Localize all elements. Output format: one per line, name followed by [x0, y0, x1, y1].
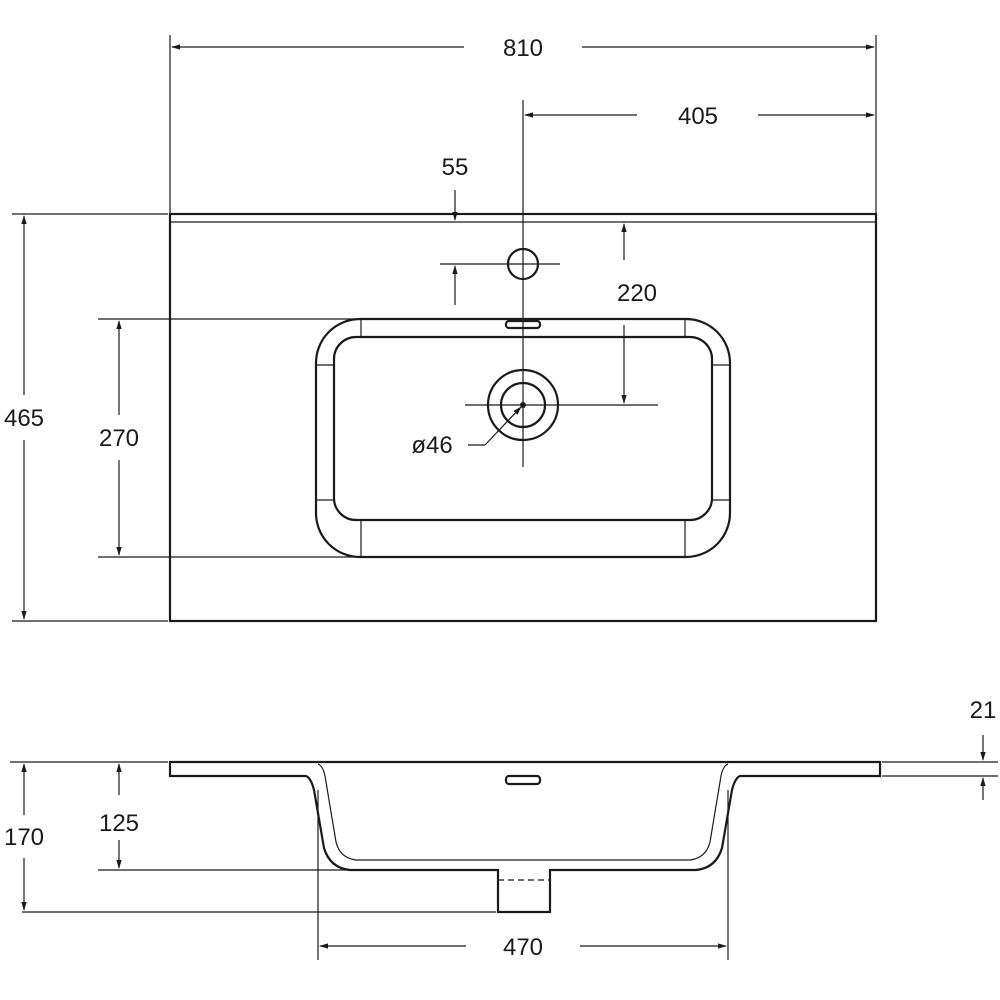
dimension-half-width: 405 [524, 103, 875, 130]
dim-label-21: 21 [970, 697, 997, 724]
side-view [168, 760, 882, 914]
dim-label-125: 125 [99, 810, 139, 837]
dimension-drain-offset: 220 [617, 223, 657, 404]
dim-label-diameter: ø46 [411, 432, 452, 459]
dim-label-405: 405 [678, 103, 718, 130]
dim-label-170: 170 [4, 824, 44, 851]
dim-label-810: 810 [503, 35, 543, 62]
dimension-overall-depth: 465 [4, 213, 168, 622]
dimension-overall-width: 810 [169, 35, 877, 214]
dimension-bowl-height: 125 [98, 763, 496, 871]
dimension-faucet-offset: 55 [442, 154, 469, 305]
dim-label-470: 470 [503, 934, 543, 961]
sink-profile-inner [317, 763, 729, 861]
dim-label-55: 55 [442, 154, 469, 181]
dim-label-465: 465 [4, 405, 44, 432]
dim-label-220: 220 [617, 280, 657, 307]
top-view [168, 100, 878, 623]
dimension-drain-diameter: ø46 [411, 406, 522, 459]
overflow-slot-side [504, 774, 542, 786]
sink-profile-outer [168, 760, 882, 914]
dimension-bowl-depth: 270 [98, 318, 362, 558]
dimension-bowl-width: 470 [317, 790, 729, 961]
dim-label-270: 270 [99, 425, 139, 452]
dimension-total-height: 170 [4, 761, 496, 913]
dimension-counter-thickness: 21 [882, 697, 998, 800]
